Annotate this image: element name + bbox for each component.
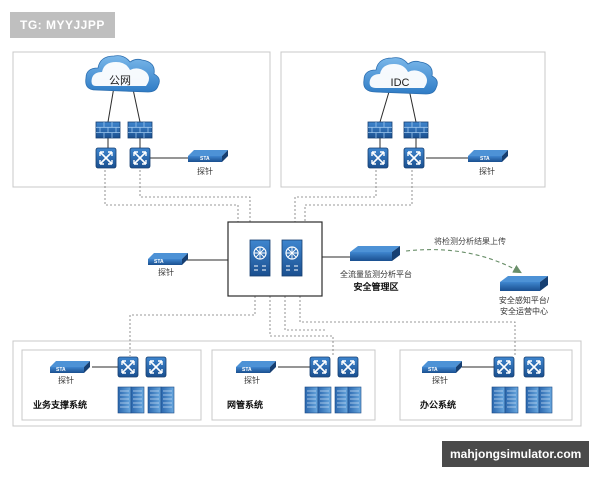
soc-label-line2: 安全运营中心 bbox=[500, 306, 548, 316]
core-switch-icon bbox=[249, 239, 271, 277]
switch-icon bbox=[145, 356, 167, 378]
switch-icon bbox=[337, 356, 359, 378]
switch-icon bbox=[403, 147, 425, 169]
server-icon bbox=[491, 386, 506, 414]
sta-badge: STA bbox=[56, 367, 66, 373]
zone-label: 安全管理区 bbox=[353, 281, 398, 292]
server-icon bbox=[160, 386, 175, 414]
switch-icon bbox=[367, 147, 389, 169]
upload-arrow bbox=[405, 249, 522, 274]
security-management-box bbox=[227, 221, 323, 297]
probe-label: 探针 bbox=[158, 267, 174, 277]
netmgmt-system-label: 网管系统 bbox=[227, 399, 263, 410]
sta-badge: STA bbox=[480, 156, 490, 162]
probe-label: 探针 bbox=[244, 375, 260, 385]
switch-icon bbox=[117, 356, 139, 378]
sta-badge: STA bbox=[242, 367, 252, 373]
site-watermark: mahjongsimulator.com bbox=[442, 441, 590, 467]
server-icon bbox=[504, 386, 519, 414]
tg-tag: TG: MYYJJPP bbox=[10, 12, 115, 38]
server-icon bbox=[147, 386, 162, 414]
public-network-label: 公网 bbox=[109, 75, 131, 87]
firewall-icon bbox=[367, 121, 393, 139]
server-icon bbox=[304, 386, 319, 414]
switch-icon bbox=[129, 147, 151, 169]
probe-label: 探针 bbox=[197, 166, 213, 176]
office-system-label: 办公系统 bbox=[420, 399, 456, 410]
firewall-icon bbox=[95, 121, 121, 139]
probe-label: 探针 bbox=[479, 166, 495, 176]
server-icon bbox=[334, 386, 349, 414]
switch-icon bbox=[493, 356, 515, 378]
dotted-links bbox=[104, 158, 516, 356]
server-icon bbox=[525, 386, 540, 414]
probe-label: 探针 bbox=[58, 375, 74, 385]
upload-label: 将检测分析结果上传 bbox=[434, 236, 506, 246]
server-icon bbox=[317, 386, 332, 414]
idc-label: IDC bbox=[391, 77, 410, 89]
server-icon bbox=[538, 386, 553, 414]
core-switch-icon bbox=[281, 239, 303, 277]
server-icon bbox=[117, 386, 132, 414]
probe-label: 探针 bbox=[432, 375, 448, 385]
flow-analysis-platform-icon bbox=[350, 246, 400, 261]
sta-badge: STA bbox=[428, 367, 438, 373]
server-icon bbox=[347, 386, 362, 414]
soc-platform-icon bbox=[500, 276, 548, 291]
soc-label-line1: 安全感知平台/ bbox=[499, 295, 550, 305]
sta-badge: STA bbox=[200, 156, 210, 162]
idc-cloud-icon bbox=[363, 57, 438, 95]
sta-badge: STA bbox=[154, 259, 164, 265]
switch-icon bbox=[309, 356, 331, 378]
firewall-icon bbox=[127, 121, 153, 139]
public-network-cloud-icon bbox=[85, 55, 160, 93]
switch-icon bbox=[523, 356, 545, 378]
switch-icon bbox=[95, 147, 117, 169]
server-icon bbox=[130, 386, 145, 414]
business-system-label: 业务支撑系统 bbox=[33, 399, 87, 410]
platform-label: 全流量监测分析平台 bbox=[340, 269, 412, 279]
firewall-icon bbox=[403, 121, 429, 139]
